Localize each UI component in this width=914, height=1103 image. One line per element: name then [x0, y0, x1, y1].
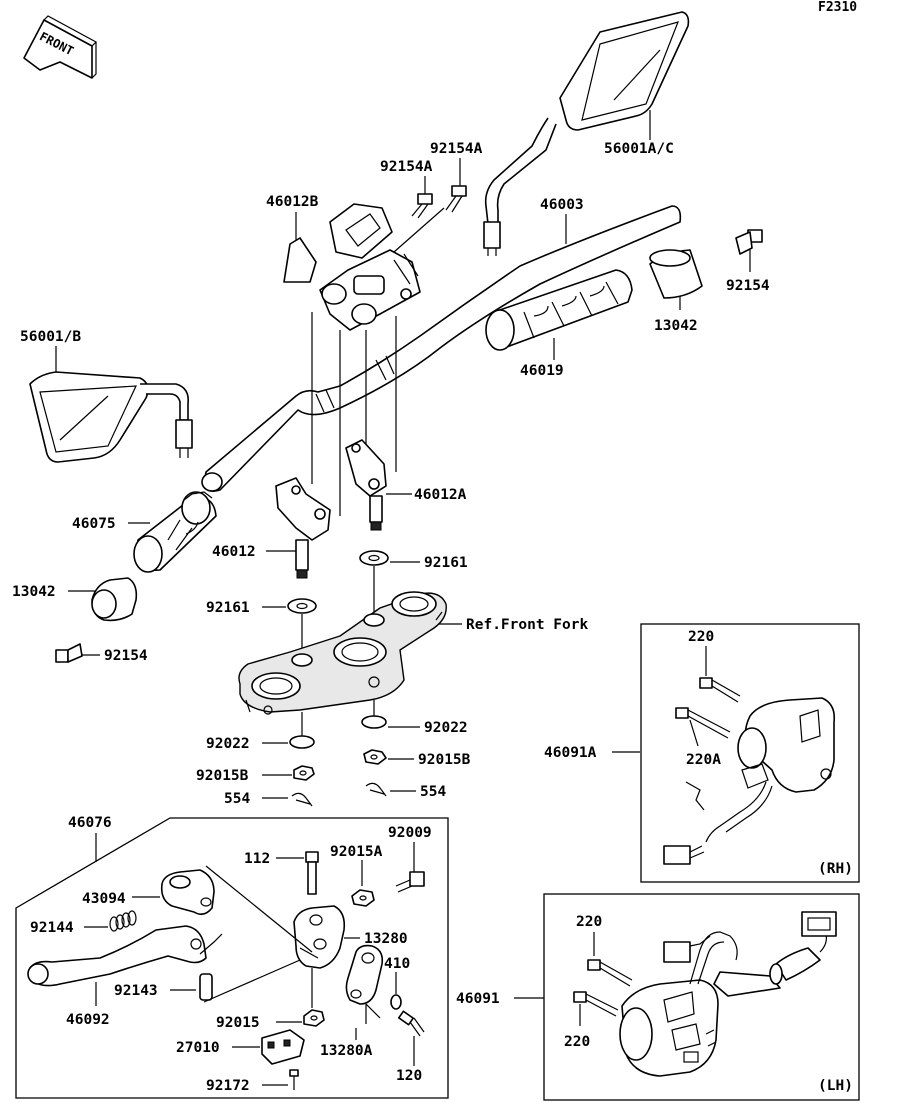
- label-120: 120: [396, 1068, 422, 1084]
- label-13042-right: 13042: [654, 318, 698, 334]
- rh-label: (RH): [818, 861, 853, 877]
- bolt-icon: [55, 643, 83, 663]
- label-43094: 43094: [82, 891, 126, 907]
- label-92022-left: 92022: [206, 736, 250, 752]
- front-arrow-icon: FRONT: [23, 15, 97, 79]
- cotter-pin-right: [365, 782, 387, 797]
- label-13280: 13280: [364, 931, 408, 947]
- label-46091a: 46091A: [544, 745, 597, 761]
- label-220-rh: 220: [688, 629, 714, 645]
- label-92009: 92009: [388, 825, 432, 841]
- label-92154-right: 92154: [726, 278, 770, 294]
- label-13280a: 13280A: [320, 1043, 373, 1059]
- label-92154a-2: 92154A: [380, 159, 433, 175]
- washer-92022-left: [289, 735, 315, 749]
- handlebar-holder-46012a: [345, 439, 387, 531]
- washer-410: [390, 994, 402, 1010]
- right-mirror: [483, 11, 690, 256]
- collar-92143: [199, 973, 213, 1001]
- label-554-right: 554: [420, 784, 446, 800]
- lever-46092: [27, 925, 223, 987]
- lever-holder-13280: [293, 905, 346, 969]
- left-grip-46075: [133, 491, 217, 573]
- rh-switch-box: [640, 623, 860, 883]
- label-92015: 92015: [216, 1015, 260, 1031]
- upper-fork-bracket: [238, 591, 447, 715]
- screw-icon: [699, 677, 741, 703]
- nut-92015: [303, 1009, 325, 1027]
- label-92143: 92143: [114, 983, 158, 999]
- label-46092: 46092: [66, 1012, 110, 1028]
- pivot-bolt-112: [305, 851, 319, 895]
- label-92015a: 92015A: [330, 844, 383, 860]
- switch-27010: [261, 1029, 305, 1065]
- label-27010: 27010: [176, 1040, 220, 1056]
- lh-switch-box: [543, 893, 860, 1101]
- label-56001b: 56001/B: [20, 329, 81, 345]
- cotter-pin-left: [291, 792, 313, 807]
- throttle-grip-46019: [485, 269, 633, 351]
- nut-92015a: [351, 889, 375, 907]
- label-92015b-left: 92015B: [196, 768, 249, 784]
- label-46076: 46076: [68, 815, 112, 831]
- lever-box: [15, 817, 449, 1099]
- label-92022-right: 92022: [424, 720, 468, 736]
- bolt-icon: [735, 229, 763, 255]
- left-switch-housing-46091: [619, 911, 837, 1077]
- nut-92015b-left: [293, 765, 315, 781]
- label-46091: 46091: [456, 991, 500, 1007]
- screw-120: [397, 1010, 425, 1037]
- nut-92015b-right: [363, 749, 387, 765]
- bar-end-weight-right: [649, 249, 703, 299]
- label-410: 410: [384, 956, 410, 972]
- washer-92022-right: [361, 715, 387, 729]
- washer-92161-right: [359, 550, 389, 566]
- handlebar-holder-46012: [275, 477, 331, 579]
- screw-92172: [289, 1069, 299, 1090]
- label-112: 112: [244, 851, 270, 867]
- label-46012b: 46012B: [266, 194, 319, 210]
- screw-icon: [573, 991, 619, 1017]
- handlebar-46003: [201, 205, 682, 492]
- label-46012a: 46012A: [414, 487, 467, 503]
- label-46012: 46012: [212, 544, 256, 560]
- right-switch-housing-46091a: [663, 697, 836, 865]
- screw-icon: [587, 959, 633, 987]
- figure-id: F2310: [818, 0, 857, 15]
- bolt-92009: [395, 871, 425, 893]
- label-92172: 92172: [206, 1078, 250, 1094]
- spring-92144: [109, 910, 137, 932]
- label-92015b-right: 92015B: [418, 752, 471, 768]
- bolt-icon: [445, 185, 467, 213]
- label-46019: 46019: [520, 363, 564, 379]
- label-46075: 46075: [72, 516, 116, 532]
- label-220a: 220A: [686, 752, 721, 768]
- knob-43094: [160, 869, 215, 916]
- label-554-left: 554: [224, 791, 250, 807]
- left-mirror: [29, 371, 193, 463]
- bar-end-weight-left: [91, 577, 138, 622]
- label-92161-left: 92161: [206, 600, 250, 616]
- ref-front-fork: Ref.Front Fork: [466, 617, 588, 633]
- lh-label: (LH): [818, 1078, 853, 1094]
- label-56001ac: 56001A/C: [604, 141, 674, 157]
- bolt-icon: [411, 193, 433, 219]
- label-13042-left: 13042: [12, 584, 56, 600]
- label-92154a-1: 92154A: [430, 141, 483, 157]
- screw-icon: [675, 707, 731, 739]
- label-92144: 92144: [30, 920, 74, 936]
- clutch-holder-46012b: [283, 203, 421, 331]
- label-92161-right: 92161: [424, 555, 468, 571]
- clamp-13280a: [345, 944, 384, 1005]
- label-92154-left: 92154: [104, 648, 148, 664]
- label-220-lh-1: 220: [576, 914, 602, 930]
- label-46003: 46003: [540, 197, 584, 213]
- washer-92161-left: [287, 598, 317, 614]
- label-220-lh-2: 220: [564, 1034, 590, 1050]
